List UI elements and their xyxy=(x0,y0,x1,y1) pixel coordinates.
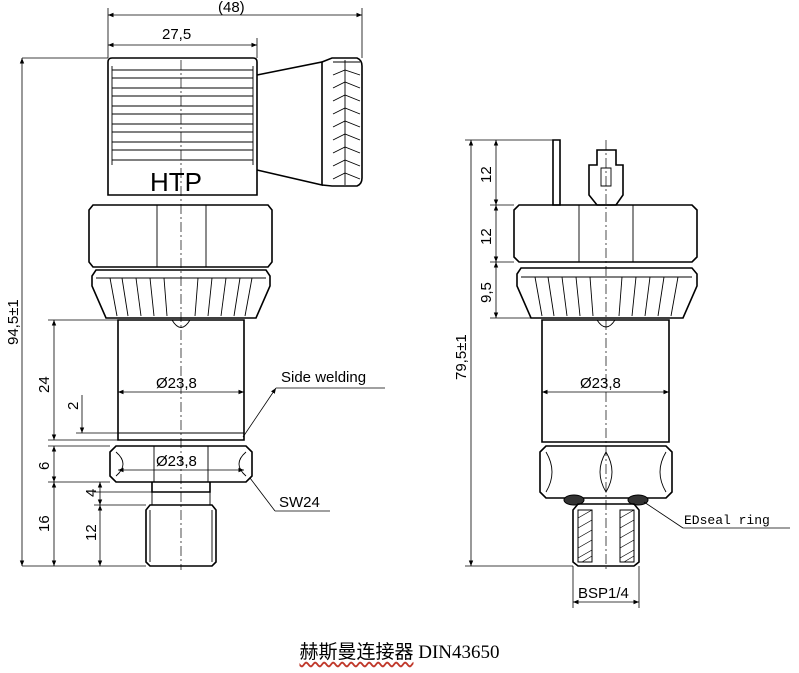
left-view: HTP xyxy=(5,0,385,570)
dim-weld-offset: 2 xyxy=(65,402,82,410)
cap-hex xyxy=(88,204,273,268)
dim-total-height-right: 79,5±1 xyxy=(453,334,470,380)
label-seal-ring: EDseal ring xyxy=(684,513,770,528)
label-wrench-size: SW24 xyxy=(279,494,320,511)
caption-chinese: 赫斯曼连接器 xyxy=(299,642,414,663)
seal-ring xyxy=(563,494,649,506)
dim-thread-offset: 4 xyxy=(83,489,100,497)
dim-connector-width: 27,5 xyxy=(162,26,191,43)
dim-overall-width: (48) xyxy=(218,0,245,16)
right-view: 79,5±1 12 12 9,5 Ø23,8 EDseal ring BSP1/… xyxy=(453,139,790,608)
brand-label: HTP xyxy=(150,167,202,197)
ground-pin xyxy=(552,139,561,206)
sensor-body-right xyxy=(541,319,670,443)
label-thread-size: BSP1/4 xyxy=(578,585,629,602)
process-thread xyxy=(145,504,217,567)
dim-hex-height: 6 xyxy=(36,462,53,470)
process-thread-section xyxy=(572,503,640,567)
connector-plug xyxy=(107,57,363,196)
caption: 赫斯曼连接器 DIN43650 xyxy=(0,637,799,664)
dim-thread-total: 16 xyxy=(36,515,53,532)
dim-hex-diameter: Ø23,8 xyxy=(156,453,197,470)
dim-thread-length: 12 xyxy=(83,524,100,541)
caption-standard: DIN43650 xyxy=(418,642,500,663)
dim-body-diameter-right: Ø23,8 xyxy=(580,375,621,392)
dim-body-diameter-left: Ø23,8 xyxy=(156,375,197,392)
dim-cap-height: 12 xyxy=(478,228,495,245)
dim-gland-height: 9,5 xyxy=(478,282,495,303)
cap-hex-right xyxy=(513,204,698,263)
dim-pin-height: 12 xyxy=(478,166,495,183)
label-side-welding: Side welding xyxy=(281,369,366,386)
dim-body-height: 24 xyxy=(36,376,53,393)
sensor-body xyxy=(117,319,245,441)
wrench-hex-right xyxy=(539,445,673,499)
cable-gland xyxy=(91,269,271,319)
wrench-hex xyxy=(109,445,253,483)
dim-total-height-left: 94,5±1 xyxy=(5,299,22,345)
cable-gland-right xyxy=(516,267,698,319)
